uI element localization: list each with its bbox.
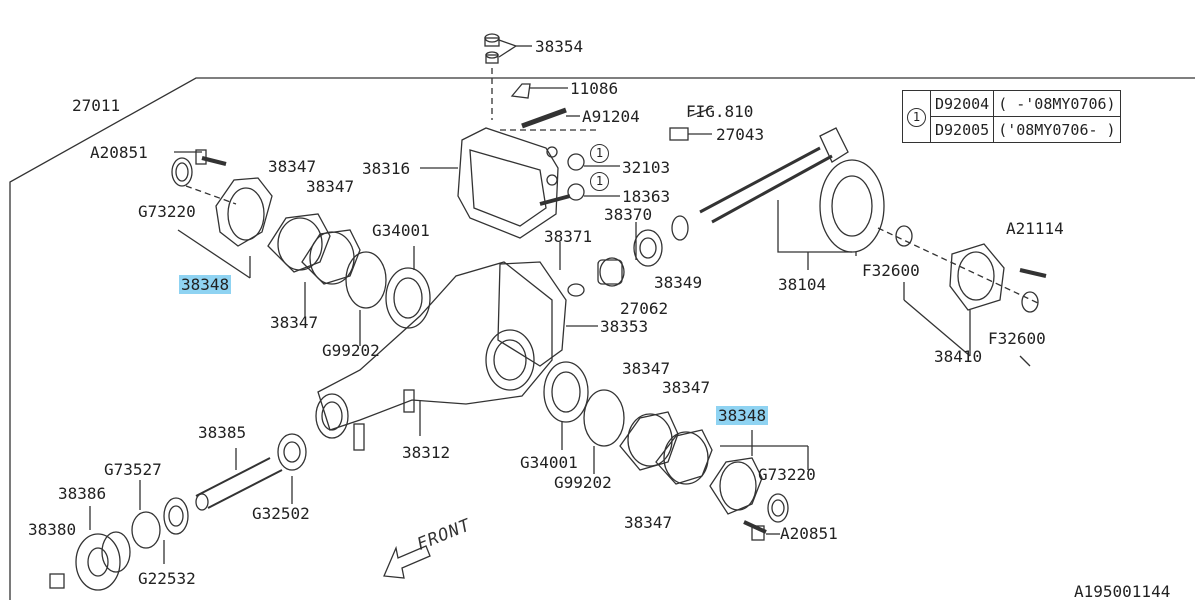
part-label-g34001-top[interactable]: G34001 [372, 221, 430, 240]
part-label-g99202-top[interactable]: G99202 [322, 341, 380, 360]
part-label-38353[interactable]: 38353 [600, 317, 649, 336]
part-label-f32600-b[interactable]: F32600 [988, 329, 1046, 348]
part-label-38348-top[interactable]: 38348 [179, 275, 232, 294]
part-label-38347-a[interactable]: 38347 [268, 157, 317, 176]
figure-code: A195001144 [1074, 582, 1171, 601]
part-label-a91204[interactable]: A91204 [582, 107, 640, 126]
part-label-38347-d[interactable]: 38347 [622, 359, 671, 378]
part-label-38380[interactable]: 38380 [28, 520, 77, 539]
legend-range: ('08MY0706- ) [993, 116, 1121, 143]
part-label-g34001-bottom[interactable]: G34001 [520, 453, 578, 472]
part-label-38348-bottom[interactable]: 38348 [716, 406, 769, 425]
part-label-38354[interactable]: 38354 [535, 37, 584, 56]
part-label-38347-f[interactable]: 38347 [624, 513, 673, 532]
part-label-38347-e[interactable]: 38347 [662, 378, 711, 397]
part-label-a21114[interactable]: A21114 [1006, 219, 1064, 238]
part-label-38348-top-text[interactable]: 38348 [179, 275, 232, 294]
part-label-38312[interactable]: 38312 [402, 443, 451, 462]
callout-marker-1b: 1 [590, 172, 609, 191]
part-label-g32502[interactable]: G32502 [252, 504, 310, 523]
part-label-38104[interactable]: 38104 [778, 275, 827, 294]
part-label-27011[interactable]: 27011 [72, 96, 121, 115]
part-label-g73527[interactable]: G73527 [104, 460, 162, 479]
part-label-38347-c[interactable]: 38347 [270, 313, 319, 332]
part-label-g73220-bottom[interactable]: G73220 [758, 465, 816, 484]
legend-code[interactable]: D92004 [929, 90, 995, 117]
part-label-a20851-bottom[interactable]: A20851 [780, 524, 838, 543]
part-label-g22532[interactable]: G22532 [138, 569, 196, 588]
legend-range: ( -'08MY0706) [993, 90, 1121, 117]
legend-marker-cell: 1 [902, 90, 931, 143]
part-label-27043[interactable]: 27043 [716, 125, 765, 144]
part-label-11086[interactable]: 11086 [570, 79, 619, 98]
part-label-a20851-top[interactable]: A20851 [90, 143, 148, 162]
part-label-38371[interactable]: 38371 [544, 227, 593, 246]
part-label-38349[interactable]: 38349 [654, 273, 703, 292]
frame-border [9, 77, 1195, 600]
part-label-27062[interactable]: 27062 [620, 299, 669, 318]
part-label-32103[interactable]: 32103 [622, 158, 671, 177]
part-label-38347-b[interactable]: 38347 [306, 177, 355, 196]
part-label-g73220-top[interactable]: G73220 [138, 202, 196, 221]
callout-marker-1a: 1 [590, 144, 609, 163]
part-label-38410[interactable]: 38410 [934, 347, 983, 366]
legend-marker: 1 [907, 107, 926, 127]
part-label-38348-bottom-text[interactable]: 38348 [716, 406, 769, 425]
part-label-g99202-bottom[interactable]: G99202 [554, 473, 612, 492]
part-label-18363[interactable]: 18363 [622, 187, 671, 206]
legend-table: 1 D92004 ( -'08MY0706) D92005 ('08MY0706… [902, 90, 1121, 143]
part-label-38316[interactable]: 38316 [362, 159, 411, 178]
part-label-f32600-a[interactable]: F32600 [862, 261, 920, 280]
legend-row: D92005 ('08MY0706- ) [903, 116, 1121, 143]
part-label-38386[interactable]: 38386 [58, 484, 107, 503]
part-label-38385[interactable]: 38385 [198, 423, 247, 442]
legend-code[interactable]: D92005 [929, 116, 995, 143]
part-label-fig810[interactable]: FIG.810 [686, 102, 754, 121]
legend-row: 1 D92004 ( -'08MY0706) [902, 90, 1121, 143]
part-label-38370[interactable]: 38370 [604, 205, 653, 224]
